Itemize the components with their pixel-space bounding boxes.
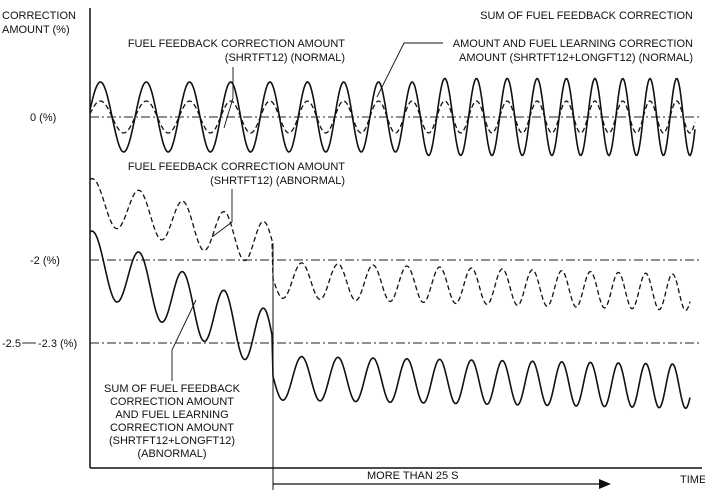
shrtft-normal-label-line2: (SHRTFT12) (NORMAL) [225, 52, 345, 64]
sum-normal-label-line1: SUM OF FUEL FEEDBACK CORRECTION [480, 10, 693, 22]
shrtft-abnormal-leader [211, 189, 233, 238]
sum-normal-leader [376, 42, 443, 98]
sum-abnormal-leader [171, 299, 197, 381]
level-label-minus2: -2 (%) [30, 255, 60, 267]
sum-abnormal-label-line3: AND FUEL LEARNING [115, 409, 228, 421]
shrtft-normal-label-line1: FUEL FEEDBACK CORRECTION AMOUNT [128, 38, 345, 50]
y-axis-title-line1: CORRECTION [2, 10, 76, 22]
y-axis-title-line2: AMOUNT (%) [2, 24, 70, 36]
sum-abnormal-label-line5: (SHRTFT12+LONGFT12) [109, 435, 235, 447]
shrtft-abnormal-waveform [89, 177, 691, 311]
sum-abnormal-label-line4: CORRECTION AMOUNT [110, 422, 234, 434]
shrtft-normal-annotation: FUEL FEEDBACK CORRECTION AMOUNT (SHRTFT1… [128, 38, 345, 64]
sum-abnormal-label-line2: CORRECTION AMOUNT [110, 396, 234, 408]
sum-abnormal-waveform [89, 230, 691, 410]
shrtft-abnormal-annotation: FUEL FEEDBACK CORRECTION AMOUNT (SHRTFT1… [128, 161, 345, 187]
shrtft-abnormal-label-line2: (SHRTFT12) (ABNORMAL) [210, 175, 345, 187]
duration-label: MORE THAN 25 S [367, 470, 459, 482]
sum-normal-waveform [89, 77, 696, 157]
sum-normal-label-line2: AMOUNT AND FUEL LEARNING CORRECTION [453, 38, 693, 50]
sum-abnormal-label-line6: (ABNORMAL) [137, 448, 206, 460]
x-axis-title: TIME [680, 474, 705, 486]
level-label-zero: 0 (%) [30, 112, 56, 124]
level-label-minus23: -2.3 (%) [38, 338, 77, 350]
sum-normal-label-line3: AMOUNT (SHRTFT12+LONGFT12) (NORMAL) [459, 52, 693, 64]
sum-normal-annotation: SUM OF FUEL FEEDBACK CORRECTION AMOUNT A… [453, 10, 693, 64]
shrtft-abnormal-label-line1: FUEL FEEDBACK CORRECTION AMOUNT [128, 161, 345, 173]
sum-abnormal-label-line1: SUM OF FUEL FEEDBACK [104, 383, 241, 395]
shrtft-normal-leader [223, 67, 234, 129]
level-label-minus25: -2.5 [2, 338, 21, 350]
shrtft-normal-waveform [89, 100, 696, 134]
duration-arrow-head [599, 479, 611, 489]
sum-abnormal-annotation: SUM OF FUEL FEEDBACK CORRECTION AMOUNT A… [104, 383, 241, 460]
